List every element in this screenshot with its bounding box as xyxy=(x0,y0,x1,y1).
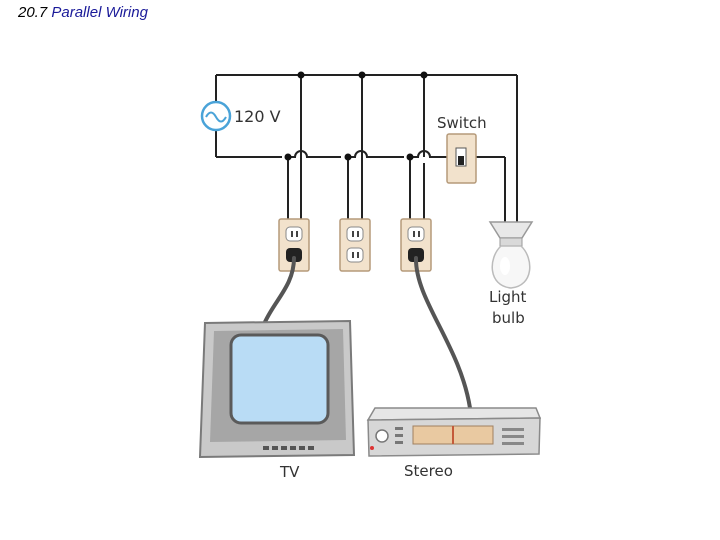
junction-dots xyxy=(284,71,428,161)
slide-title-number: 20.7 xyxy=(18,4,48,21)
outlet-2-icon xyxy=(339,218,371,272)
circuit-wires xyxy=(215,74,518,222)
tv-icon xyxy=(198,319,356,459)
outlet-1-icon xyxy=(278,218,310,272)
outlet-3-icon xyxy=(400,218,432,272)
slide-title: 20.7 Parallel Wiring xyxy=(18,4,148,21)
light-bulb-icon xyxy=(488,221,534,289)
stereo-icon xyxy=(366,407,542,457)
switch-label: Switch xyxy=(437,114,487,132)
stereo-label: Stereo xyxy=(404,462,453,480)
tv-label: TV xyxy=(279,463,300,481)
bulb-label-line1: Light xyxy=(489,288,527,306)
light-switch-icon xyxy=(446,133,477,184)
ac-source-icon xyxy=(200,100,232,132)
power-cords xyxy=(263,256,472,410)
source-voltage-label: 120 V xyxy=(234,107,281,126)
slide-title-text: Parallel Wiring xyxy=(51,4,148,21)
bulb-label-line2: bulb xyxy=(492,309,525,327)
